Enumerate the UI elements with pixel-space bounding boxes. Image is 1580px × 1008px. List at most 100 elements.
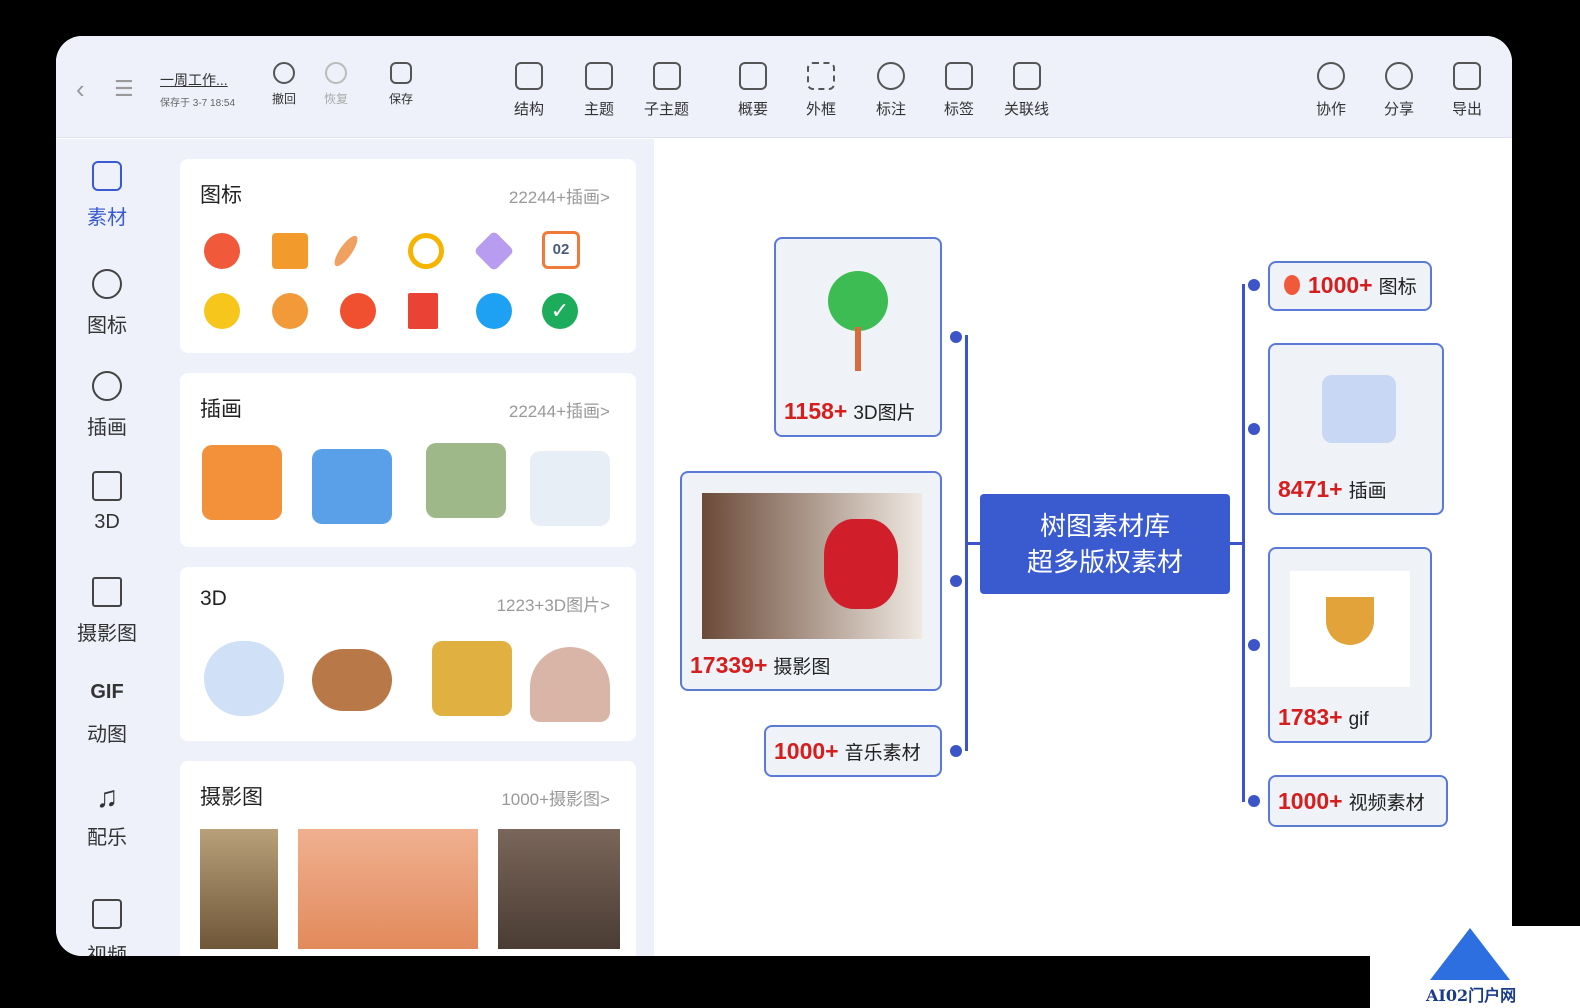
- flag-icon[interactable]: [408, 293, 438, 329]
- tag-button[interactable]: 标签: [944, 62, 974, 119]
- sidebar-item-video[interactable]: 视频: [56, 899, 158, 956]
- card-title: 摄影图: [200, 786, 263, 809]
- app-window: ‹ ☰ 一周工作... 保存于 3-7 18:54 撤回 恢复 保存 结构 主题…: [56, 36, 1512, 956]
- note-button[interactable]: 标注: [876, 62, 906, 119]
- node-video[interactable]: 1000+视频素材: [1268, 775, 1448, 827]
- node-illustrations[interactable]: 8471+插画: [1268, 343, 1444, 515]
- tree-trunk: [855, 327, 861, 371]
- back-icon[interactable]: ‹: [76, 74, 85, 104]
- central-topic[interactable]: 树图素材库超多版权素材: [980, 494, 1230, 594]
- music-icon: ♫: [95, 781, 119, 814]
- fu-character: [824, 519, 898, 609]
- redo-button[interactable]: 恢复: [324, 62, 348, 107]
- export-button[interactable]: 导出: [1452, 62, 1482, 119]
- watermark-text: AI02门户网: [1426, 986, 1517, 1005]
- menu-icon[interactable]: ☰: [114, 76, 134, 101]
- calendar-icon[interactable]: 02: [542, 231, 580, 269]
- house-3d[interactable]: [530, 647, 610, 722]
- structure-icon: [515, 62, 543, 90]
- left-connector: [965, 335, 968, 751]
- office-illustration[interactable]: [312, 449, 392, 524]
- monkey-3d[interactable]: [312, 649, 392, 711]
- sidebar-item-materials[interactable]: 素材: [56, 161, 158, 230]
- undo-button[interactable]: 撤回: [272, 62, 296, 107]
- diamond-icon[interactable]: [473, 230, 515, 272]
- frame-button[interactable]: 外框: [806, 62, 836, 119]
- undo-icon: [273, 62, 295, 84]
- location-pin-icon[interactable]: [476, 293, 512, 329]
- desk-photo[interactable]: [498, 829, 620, 949]
- more-link[interactable]: 22244+插画>: [508, 188, 610, 207]
- topic-button[interactable]: 主题: [584, 62, 614, 119]
- video-icon: [92, 899, 122, 929]
- topic-icon: [585, 62, 613, 90]
- tag-icon: [945, 62, 973, 90]
- save-button[interactable]: 保存: [389, 62, 413, 107]
- check-icon[interactable]: ✓: [542, 293, 578, 329]
- soup-photo[interactable]: [298, 829, 478, 949]
- redo-icon: [325, 62, 347, 84]
- star-icon[interactable]: [204, 293, 240, 329]
- pencil-icon[interactable]: [330, 232, 362, 270]
- cube-icon: [92, 471, 122, 501]
- center-right-link: [1230, 542, 1242, 545]
- carrots-illustration[interactable]: [202, 445, 282, 520]
- frame-icon: [807, 62, 835, 90]
- connector-dot: [950, 331, 962, 343]
- connector-dot: [1248, 639, 1260, 651]
- logo-triangle: [1430, 928, 1510, 980]
- node-music[interactable]: 1000+音乐素材: [764, 725, 942, 777]
- node-3d[interactable]: 1158+3D图片: [774, 237, 942, 437]
- sidebar-item-illustrations[interactable]: 插画: [56, 371, 158, 440]
- document-title[interactable]: 一周工作...: [160, 72, 228, 88]
- headset-icon[interactable]: [408, 233, 444, 269]
- astronaut-3d[interactable]: [204, 641, 284, 716]
- connector-dot: [950, 575, 962, 587]
- center-left-link: [968, 542, 980, 545]
- palette-icon: [92, 371, 122, 401]
- gift-icon[interactable]: [272, 233, 308, 269]
- illustrations-card: 插画 22244+插画>: [180, 373, 636, 547]
- users-icon: [1317, 62, 1345, 90]
- relation-line-icon: [1012, 62, 1041, 90]
- red-envelope-coins-3d[interactable]: [432, 641, 512, 716]
- collab-button[interactable]: 协作: [1316, 62, 1346, 119]
- heart-icon[interactable]: [340, 293, 376, 329]
- node-gif[interactable]: 1783+gif: [1268, 547, 1432, 743]
- more-link[interactable]: 22244+插画>: [508, 402, 610, 421]
- gif-icon: GIF: [90, 681, 124, 703]
- icons-card: 图标 22244+插画> 02 ✓: [180, 159, 636, 353]
- tree-3d-image: [828, 271, 888, 331]
- more-link[interactable]: 1000+摄影图>: [501, 790, 610, 809]
- sidebar-item-icons[interactable]: 图标: [56, 269, 158, 338]
- node-icons[interactable]: 1000+图标: [1268, 261, 1432, 311]
- share-button[interactable]: 分享: [1384, 62, 1414, 119]
- medal-icon[interactable]: [272, 293, 308, 329]
- sidebar-item-photos[interactable]: 摄影图: [56, 577, 158, 646]
- relation-button[interactable]: 关联线: [1004, 62, 1049, 119]
- watermark-logo: AI02门户网: [1370, 926, 1580, 1008]
- card-title: 插画: [200, 398, 242, 421]
- 3d-card: 3D 1223+3D图片>: [180, 567, 636, 741]
- fire-icon[interactable]: [204, 233, 240, 269]
- mindmap-canvas[interactable]: 树图素材库超多版权素材 1158+3D图片 17339+摄影图 1000+音乐素…: [654, 139, 1512, 956]
- connector-dot: [1248, 795, 1260, 807]
- summary-button[interactable]: 概要: [738, 62, 768, 119]
- sidebar-item-music[interactable]: ♫配乐: [56, 781, 158, 850]
- save-status: 保存于 3-7 18:54: [160, 98, 236, 109]
- material-panel: 图标 22244+插画> 02 ✓ 插画 22244+插画> 3D 1223+3…: [158, 139, 654, 956]
- winter-illustration[interactable]: [530, 451, 610, 526]
- toolbar: ‹ ☰ 一周工作... 保存于 3-7 18:54 撤回 恢复 保存 结构 主题…: [56, 36, 1512, 138]
- structure-button[interactable]: 结构: [514, 62, 544, 119]
- connector-dot: [1248, 279, 1260, 291]
- more-link[interactable]: 1223+3D图片>: [496, 596, 610, 615]
- sidebar-item-3d[interactable]: 3D: [56, 471, 158, 534]
- export-icon: [1453, 62, 1481, 90]
- camping-illustration[interactable]: [426, 443, 506, 518]
- node-photos[interactable]: 17339+摄影图: [680, 471, 942, 691]
- photos-card: 摄影图 1000+摄影图>: [180, 761, 636, 956]
- sprout-photo[interactable]: [200, 829, 278, 949]
- subtopic-button[interactable]: 子主题: [644, 62, 689, 119]
